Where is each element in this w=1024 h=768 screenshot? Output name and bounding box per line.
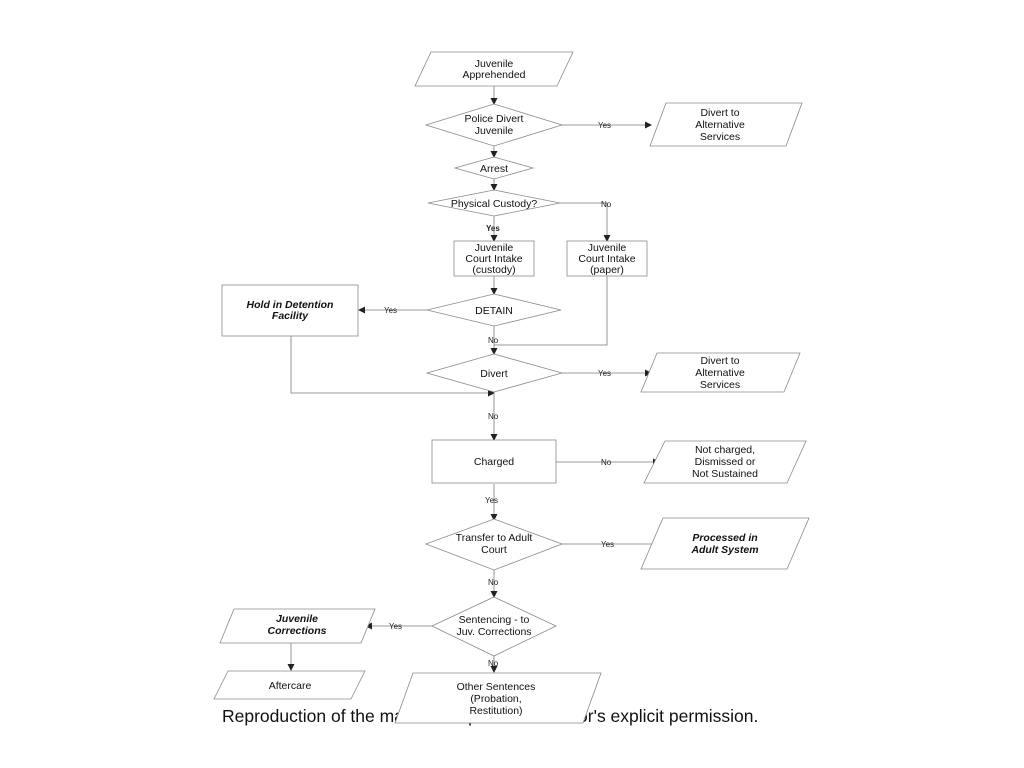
detain-line-1: DETAIN: [475, 305, 513, 317]
node-aftercare: [213, 670, 366, 700]
node-intake-paper: [566, 240, 648, 277]
edge-label-detain-yes: Yes: [384, 306, 397, 315]
edge-label-detain-no: No: [488, 336, 499, 345]
shapes: [213, 51, 810, 700]
juv-corrections-line-1: Juvenile: [276, 613, 318, 625]
alt-services-1-line-1: Divert to: [700, 107, 739, 119]
physical-custody-line-1: Physical Custody?: [451, 198, 538, 210]
node-not-charged: [643, 440, 807, 484]
apprehended-line-1: Juvenile: [475, 58, 514, 70]
intake-paper-line-1: Juvenile: [588, 242, 627, 254]
transfer-adult-line-2: Court: [481, 544, 507, 556]
alt-services-1-line-2: Alternative: [695, 119, 745, 131]
svg-text:Physical Custody?: Physical Custody?: [451, 198, 538, 210]
edge-label-transfer-yes: Yes: [601, 540, 614, 549]
svg-text:Aftercare: Aftercare: [269, 680, 312, 692]
hold-detention-line-2: Facility: [272, 310, 309, 322]
police-divert-line-1: Police Divert: [465, 113, 524, 125]
alt-services-2-line-2: Alternative: [695, 367, 745, 379]
node-juvenile-apprehended: [414, 51, 574, 87]
apprehended-line-2: Apprehended: [462, 69, 525, 81]
juv-corrections-line-2: Corrections: [268, 625, 327, 637]
alt-services-1-line-3: Services: [700, 131, 740, 143]
node-arrest: [453, 156, 535, 180]
node-alt-services-1: [649, 102, 803, 147]
svg-text:Divert: Divert: [480, 368, 508, 380]
edge-label-transfer-no: No: [488, 578, 499, 587]
node-hold-detention: [221, 284, 359, 337]
edge-label-sentencing-yes: Yes: [389, 622, 402, 631]
node-intake-custody: [453, 240, 535, 277]
edge-label-charged-yes: Yes: [485, 496, 498, 505]
node-juvenile-corrections: [219, 608, 376, 644]
node-sentencing: [431, 596, 557, 657]
svg-text:Charged: Charged: [474, 456, 514, 468]
edge-label-police-yes: Yes: [598, 121, 611, 130]
divert-line-1: Divert: [480, 368, 508, 380]
intake-paper-line-3: (paper): [590, 264, 624, 276]
svg-text:DETAIN: DETAIN: [475, 305, 513, 317]
arrest-line-1: Arrest: [480, 163, 508, 175]
connectors: [287, 86, 660, 673]
sentencing-line-1: Sentencing - to: [459, 614, 530, 626]
hold-detention-line-1: Hold in Detention: [247, 299, 334, 311]
svg-text:Arrest: Arrest: [480, 163, 508, 175]
intake-custody-line-3: (custody): [472, 264, 515, 276]
edge-labels: Yes No Yes Yes No Yes No No Yes Yes No Y…: [384, 121, 614, 668]
police-divert-line-2: Juvenile: [475, 125, 514, 137]
node-alt-services-2: [640, 352, 801, 393]
alt-services-2-line-3: Services: [700, 379, 740, 391]
node-charged: [431, 439, 557, 484]
node-transfer-adult: [424, 518, 564, 571]
node-adult-system: [640, 517, 810, 570]
node-divert: [425, 353, 564, 393]
node-police-divert: [424, 103, 564, 147]
edge-label-divert-yes: Yes: [598, 369, 611, 378]
aftercare-line-1: Aftercare: [269, 680, 312, 692]
charged-line-1: Charged: [474, 456, 514, 468]
transfer-adult-line-1: Transfer to Adult: [456, 532, 533, 544]
not-charged-line-1: Not charged,: [695, 444, 755, 456]
adult-system-line-2: Adult System: [690, 544, 758, 556]
edge-label-custody-yes: Yes: [486, 224, 500, 233]
alt-services-2-line-1: Divert to: [700, 355, 739, 367]
intake-paper-line-2: Court Intake: [578, 253, 635, 265]
edge-label-divert-no: No: [488, 412, 499, 421]
not-charged-line-3: Not Sustained: [692, 468, 758, 480]
intake-custody-line-2: Court Intake: [465, 253, 522, 265]
sentencing-line-2: Juv. Corrections: [456, 626, 531, 638]
intake-custody-line-1: Juvenile: [475, 242, 514, 254]
node-detain: [426, 293, 562, 327]
node-physical-custody: [427, 189, 561, 217]
adult-system-line-1: Processed in: [692, 532, 757, 544]
edge-label-custody-no: No: [601, 200, 612, 209]
not-charged-line-2: Dismissed or: [695, 456, 756, 468]
edge-label-charged-no: No: [601, 458, 612, 467]
edge-label-sentencing-no: No: [488, 659, 499, 668]
footer-copyright-notice: Reproduction of the material requires th…: [222, 706, 759, 726]
